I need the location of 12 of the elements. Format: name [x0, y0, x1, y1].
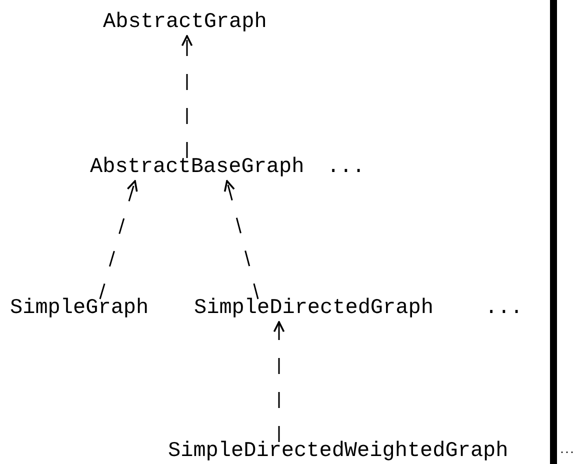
- inheritance-arrow: [99, 180, 138, 300]
- class-name: SimpleGraph: [10, 297, 149, 321]
- ellipsis-text: ...: [485, 297, 523, 321]
- class-name: AbstractGraph: [103, 11, 267, 35]
- inheritance-arrow: [224, 180, 259, 300]
- inheritance-arrow: [181, 35, 193, 158]
- ellipsis-text: ...: [327, 156, 365, 180]
- inheritance-arrow: [273, 321, 285, 442]
- class-name: AbstractBaseGraph: [90, 156, 304, 180]
- class-name: SimpleDirectedGraph: [194, 297, 434, 321]
- ellipsis-text: ...: [559, 446, 574, 458]
- class-name: SimpleDirectedWeightedGraph: [168, 440, 508, 464]
